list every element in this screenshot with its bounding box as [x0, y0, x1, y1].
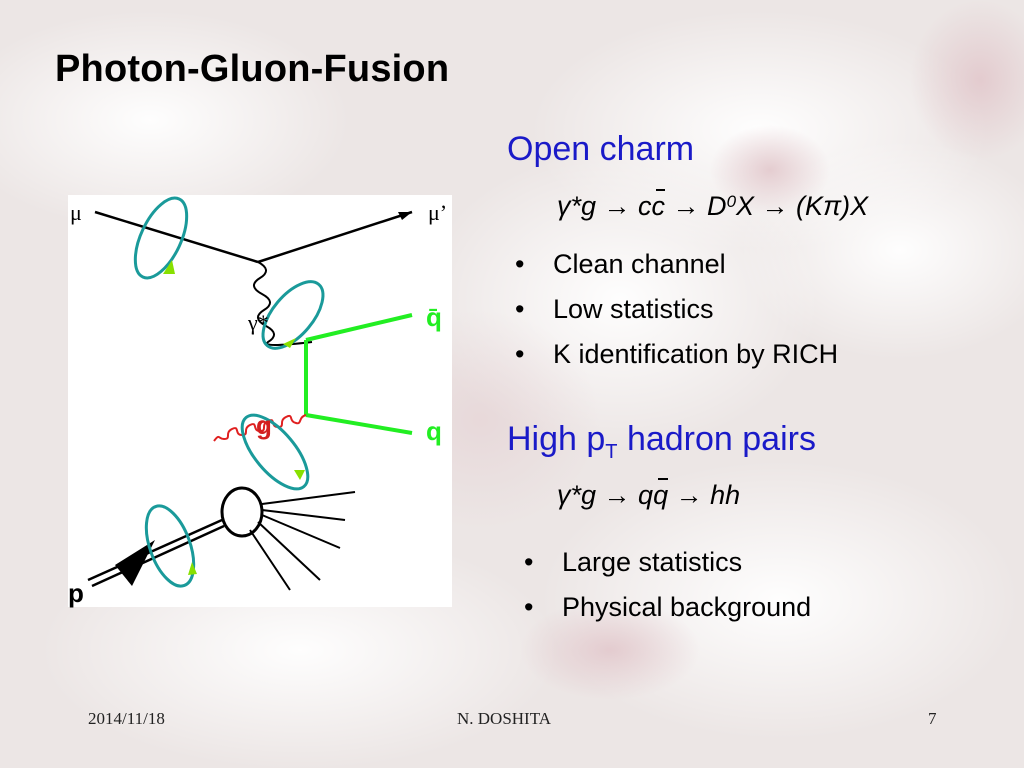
gluon-spin-ellipse [240, 413, 310, 491]
photon-gluon-fusion-feynman-diagram: μ μ’ γ* q̄ q g p [68, 196, 447, 608]
muon-out-line [257, 210, 413, 264]
spin-arrow-icon [188, 562, 197, 575]
proton-in-line [87, 518, 223, 582]
open-charm-equation: γ*g → cc → D0X → (Kπ)X [557, 189, 869, 221]
gluon-line [213, 414, 307, 442]
cbar-symbol: c [651, 189, 666, 221]
proton-arrow-icon [115, 540, 155, 586]
proton-in-line-2 [91, 524, 225, 588]
fragment-line [261, 514, 341, 549]
muon-spin-ellipse [133, 196, 189, 280]
antiquark-line [305, 313, 413, 342]
quark-line [305, 413, 413, 435]
spin-arrow-icon [283, 338, 296, 348]
slide-number: 7 [928, 709, 937, 728]
label-gluon: g [256, 410, 272, 440]
spin-arrow-icon [294, 470, 305, 480]
list-item: Physical background [516, 592, 811, 637]
label-gamma-star: γ* [247, 310, 269, 335]
pi-symbol: π [823, 191, 842, 221]
list-item: Low statistics [507, 294, 838, 339]
list-item: Clean channel [507, 249, 838, 294]
muon-in-line [94, 210, 259, 264]
fragment-line [261, 491, 356, 505]
virtual-photon-line [253, 261, 313, 346]
high-pt-equation: γ*g → qq → hh [557, 478, 741, 510]
fragment-line [249, 529, 291, 591]
arrowhead-icon [398, 212, 412, 220]
photon-spin-ellipse [261, 280, 325, 350]
footer-date: 2014/11/18 [88, 709, 165, 728]
label-muon-in: μ [70, 200, 82, 225]
qbar-symbol: q [653, 478, 669, 510]
label-proton: p [68, 578, 84, 608]
proton-spin-ellipse [144, 504, 196, 588]
label-antiquark: q̄ [426, 302, 442, 332]
label-muon-out: μ’ [428, 200, 447, 225]
high-pt-heading: High pT hadron pairs [507, 420, 816, 463]
footer-author: N. DOSHITA [457, 709, 552, 728]
spin-arrow-icon [163, 260, 175, 274]
high-pt-bullet-list: Large statistics Physical background [516, 547, 811, 637]
fragment-line [257, 521, 321, 581]
slide-title: Photon-Gluon-Fusion [55, 48, 450, 90]
list-item: K identification by RICH [507, 339, 838, 384]
gamma-symbol: γ [557, 191, 571, 221]
spin-arrows [163, 260, 305, 575]
label-quark: q [426, 416, 442, 446]
list-item: Large statistics [516, 547, 811, 592]
proton-blob [220, 486, 264, 538]
spin-ellipses [133, 196, 325, 588]
open-charm-heading: Open charm [507, 130, 695, 168]
gamma-symbol: γ [557, 480, 571, 510]
fragment-line [261, 509, 346, 521]
open-charm-bullet-list: Clean channel Low statistics K identific… [507, 249, 838, 384]
